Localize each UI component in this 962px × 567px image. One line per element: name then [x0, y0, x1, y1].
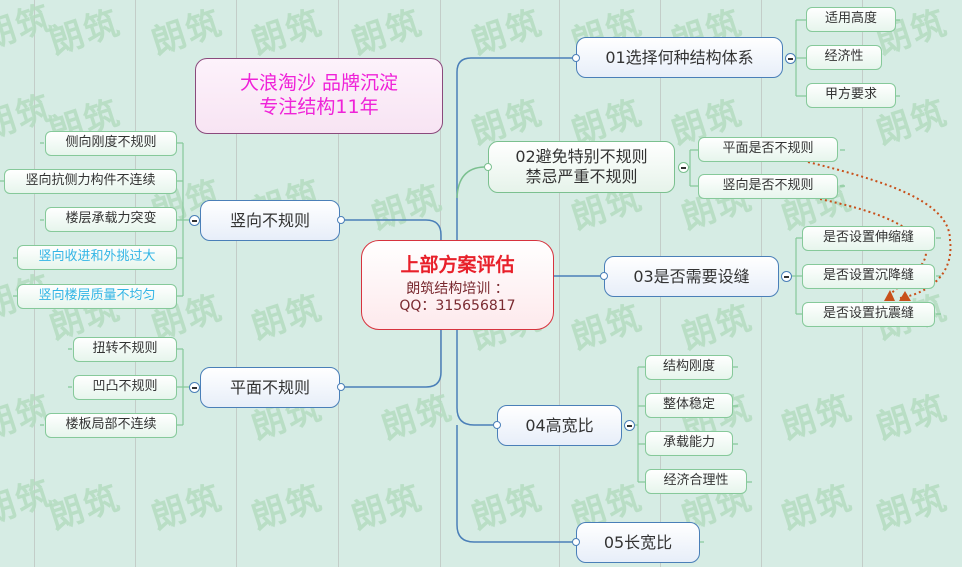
topic-label: 竖向不规则	[229, 210, 310, 230]
subtopic-concave-convex[interactable]: 凹凸不规则	[73, 375, 177, 400]
collapse-icon[interactable]	[678, 162, 689, 173]
slogan-line1: 大浪淘沙 品牌沉淀	[239, 72, 399, 95]
central-topic-qq: QQ：315656817	[399, 298, 516, 315]
grid-line	[236, 0, 237, 567]
collapse-icon[interactable]	[785, 53, 796, 64]
subtopic-label: 结构刚度	[662, 359, 715, 375]
connector-port	[484, 163, 492, 171]
topic-label: 平面不规则	[229, 377, 310, 397]
collapse-icon[interactable]	[189, 215, 200, 226]
topic-label: 01选择何种结构体系	[605, 47, 754, 67]
subtopic-label: 竖向收进和外挑过大	[38, 249, 156, 265]
subtopic-economy[interactable]: 经济性	[806, 45, 882, 70]
subtopic-label: 适用高度	[824, 11, 877, 27]
topic-vertical-irregularity[interactable]: 竖向不规则	[200, 200, 340, 241]
subtopic-label: 扭转不规则	[92, 341, 158, 357]
connector-port	[337, 216, 345, 224]
subtopic-structural-stiffness[interactable]: 结构刚度	[645, 355, 733, 380]
topic-label: 04高宽比	[525, 415, 594, 435]
slogan-box[interactable]: 大浪淘沙 品牌沉淀 专注结构11年	[195, 58, 443, 134]
subtopic-settlement-joint[interactable]: 是否设置沉降缝	[802, 264, 935, 289]
connector-port	[572, 538, 580, 546]
subtopic-applicable-height[interactable]: 适用高度	[806, 7, 896, 32]
subtopic-seismic-joint[interactable]: 是否设置抗震缝	[802, 302, 935, 327]
topic-05-length-width-ratio[interactable]: 05长宽比	[576, 522, 700, 563]
subtopic-plan-check[interactable]: 平面是否不规则	[698, 137, 838, 162]
subtopic-label: 甲方要求	[824, 87, 877, 103]
subtopic-label: 是否设置伸缩缝	[822, 230, 914, 246]
connector-port	[572, 54, 580, 62]
subtopic-label: 竖向抗侧力构件不连续	[25, 173, 156, 189]
topic-label: 03是否需要设缝	[633, 266, 750, 286]
collapse-icon[interactable]	[189, 382, 200, 393]
grid-line	[34, 0, 35, 567]
subtopic-label: 竖向楼层质量不均匀	[38, 288, 156, 304]
central-topic-subtitle: 朗筑结构培训 ：	[406, 280, 509, 297]
subtopic-capacity-mutation[interactable]: 楼层承载力突变	[45, 207, 177, 232]
slogan-line2: 专注结构11年	[259, 96, 379, 118]
subtopic-setback-overhang[interactable]: 竖向收进和外挑过大	[17, 245, 177, 270]
subtopic-label: 楼板局部不连续	[65, 417, 157, 433]
subtopic-label: 承载能力	[662, 435, 715, 451]
subtopic-torsion[interactable]: 扭转不规则	[73, 337, 177, 362]
subtopic-label: 竖向是否不规则	[722, 178, 814, 194]
subtopic-expansion-joint[interactable]: 是否设置伸缩缝	[802, 226, 935, 251]
subtopic-label: 经济合理性	[663, 473, 729, 489]
topic-label-line1: 02避免特别不规则	[515, 147, 648, 166]
topic-02-avoid-irregularity[interactable]: 02避免特别不规则 禁忌严重不规则	[488, 141, 675, 193]
subtopic-bearing-capacity[interactable]: 承载能力	[645, 431, 733, 456]
connector-port	[600, 272, 608, 280]
subtopic-lateral-member-discontinuity[interactable]: 竖向抗侧力构件不连续	[4, 169, 177, 194]
subtopic-vertical-check[interactable]: 竖向是否不规则	[698, 174, 838, 199]
central-topic[interactable]: 上部方案评估 朗筑结构培训 ： QQ：315656817	[361, 240, 554, 330]
subtopic-label: 侧向刚度不规则	[65, 135, 157, 151]
grid-line	[338, 0, 339, 567]
subtopic-label: 平面是否不规则	[722, 141, 814, 157]
topic-label-line2: 禁忌严重不规则	[525, 167, 638, 186]
subtopic-floor-discontinuity[interactable]: 楼板局部不连续	[45, 413, 177, 438]
topic-04-height-width-ratio[interactable]: 04高宽比	[497, 405, 622, 446]
grid-line	[559, 0, 560, 567]
connector-port	[493, 421, 501, 429]
subtopic-label: 整体稳定	[662, 397, 715, 413]
subtopic-label: 经济性	[824, 49, 864, 65]
subtopic-client-requirements[interactable]: 甲方要求	[806, 83, 896, 108]
collapse-icon[interactable]	[624, 420, 635, 431]
topic-03-joints[interactable]: 03是否需要设缝	[604, 256, 779, 297]
topic-01-structural-system[interactable]: 01选择何种结构体系	[576, 37, 783, 78]
subtopic-overall-stability[interactable]: 整体稳定	[645, 393, 733, 418]
subtopic-label: 凹凸不规则	[92, 379, 158, 395]
subtopic-lateral-stiffness[interactable]: 侧向刚度不规则	[45, 131, 177, 156]
central-topic-title: 上部方案评估	[400, 254, 515, 277]
topic-plan-irregularity[interactable]: 平面不规则	[200, 367, 340, 408]
subtopic-label: 是否设置沉降缝	[822, 268, 914, 284]
subtopic-label: 楼层承载力突变	[65, 211, 157, 227]
connector-port	[337, 383, 345, 391]
subtopic-economic-rationality[interactable]: 经济合理性	[645, 469, 747, 494]
topic-label: 05长宽比	[603, 532, 673, 552]
subtopic-label: 是否设置抗震缝	[822, 306, 914, 322]
collapse-icon[interactable]	[781, 271, 792, 282]
grid-line	[135, 0, 136, 567]
subtopic-mass-irregularity[interactable]: 竖向楼层质量不均匀	[17, 284, 177, 309]
